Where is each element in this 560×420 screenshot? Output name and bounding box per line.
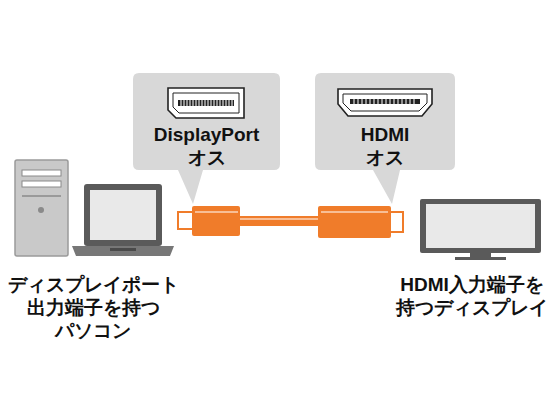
displayport-icon bbox=[168, 88, 244, 118]
bubble-fill bbox=[133, 73, 280, 204]
laptop bbox=[72, 184, 174, 256]
displayport-plug bbox=[178, 206, 240, 236]
hdmi-plug bbox=[318, 206, 403, 238]
display bbox=[420, 199, 541, 260]
device-label: ディスプレイポート 出力端子を持つ パソコン bbox=[8, 273, 179, 342]
hdmi-icon bbox=[338, 89, 432, 116]
cable bbox=[238, 216, 320, 226]
speech-bubble: DisplayPort オス bbox=[133, 73, 280, 205]
bubble-fill bbox=[315, 73, 455, 204]
bubble-text: DisplayPort オス bbox=[154, 123, 260, 169]
speech-bubble: HDMI オス bbox=[315, 73, 455, 205]
device-label: HDMI入力端子を 持つディスプレイ bbox=[396, 273, 548, 319]
tower-pc bbox=[15, 160, 68, 256]
bubble-text: HDMI オス bbox=[361, 123, 410, 169]
